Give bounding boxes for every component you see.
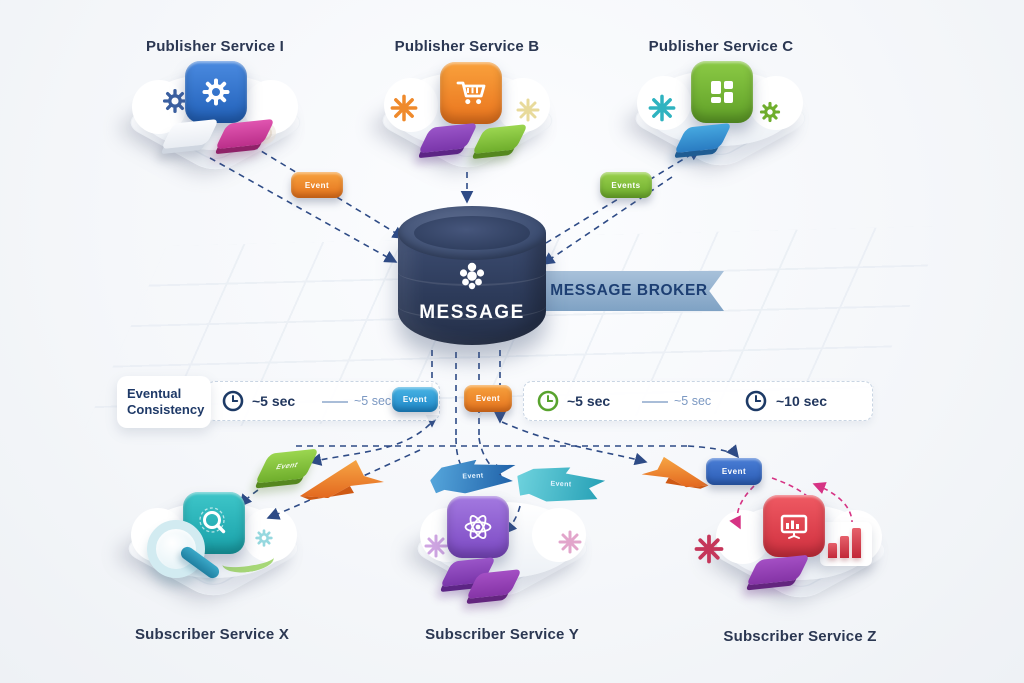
event-badge-label: Event: [402, 395, 428, 404]
magnifier-icon: [183, 492, 245, 554]
message-broker-cylinder: MESSAGE: [398, 206, 546, 348]
message-broker-ribbon-label: MESSAGE BROKER: [550, 282, 708, 299]
gear-icon: [185, 61, 247, 123]
cylinder-top: [398, 206, 546, 260]
paper-plane-icon: [298, 456, 386, 502]
event-badge-label: Event: [274, 461, 300, 471]
clock-icon: [221, 389, 245, 413]
gear-small-icon: [756, 98, 784, 126]
presentation-chart-icon: [763, 495, 825, 557]
event-badge-label: Event: [462, 472, 484, 481]
timing-connector-line: [642, 401, 668, 403]
event-badge-navy: Event: [706, 458, 762, 485]
clock-icon: [744, 389, 768, 413]
splat-icon: [390, 94, 418, 122]
event-badge-green: Events: [600, 172, 652, 198]
bar-chart-bar: [828, 543, 837, 558]
event-badge-label: Events: [611, 180, 641, 190]
splat-icon: [558, 530, 582, 554]
timing-bar-right: [523, 381, 873, 421]
gear-outline-icon: [158, 84, 192, 118]
bar-chart-bar: [852, 528, 861, 558]
eventual-consistency-label: Eventual Consistency: [127, 385, 205, 417]
timing-connector-line: [322, 401, 348, 403]
splat-icon: [648, 94, 676, 122]
event-badge-label: Event: [304, 180, 330, 190]
timing-value: ~5 sec: [252, 393, 296, 409]
cluster-icon: [452, 256, 492, 296]
timing-value: ~5 sec: [567, 393, 611, 409]
message-broker-ribbon: MESSAGE BROKER: [540, 271, 724, 311]
timing-value-muted: ~5 sec: [354, 394, 392, 408]
cylinder-groove: [398, 292, 546, 320]
splat-icon: [424, 534, 448, 558]
event-badge-blue: Event: [392, 387, 438, 412]
timing-value-muted: ~5 sec: [674, 394, 712, 408]
window-grid-icon: [691, 61, 753, 123]
broker-drum-label: MESSAGE: [419, 302, 525, 323]
event-badge-orange: Event: [291, 172, 343, 198]
publisher-service-1-label: Publisher Service I: [145, 38, 285, 55]
shopping-cart-icon: [440, 62, 502, 124]
event-badge-label: Event: [721, 467, 747, 476]
paper-plane-icon: [640, 452, 710, 492]
magnifying-glass-lens: [147, 520, 205, 578]
splat-icon: [694, 534, 724, 564]
event-badge-label: Event: [550, 480, 572, 489]
clock-icon: [536, 389, 560, 413]
eventual-consistency-box: Eventual Consistency: [117, 376, 211, 428]
publisher-service-2-label: Publisher Service B: [394, 38, 540, 55]
atom-icon: [447, 496, 509, 558]
gear-faint-icon: [252, 526, 276, 550]
subscriber-service-z-label: Subscriber Service Z: [723, 628, 877, 645]
subscriber-service-y-label: Subscriber Service Y: [425, 626, 579, 643]
splat-icon: [516, 98, 540, 122]
event-badge-label: Event: [475, 394, 501, 403]
event-badge-orange-mid: Event: [464, 385, 512, 412]
publisher-service-3-label: Publisher Service C: [648, 38, 794, 55]
subscriber-service-x-label: Subscriber Service X: [134, 626, 290, 643]
bar-chart-bar: [840, 536, 849, 558]
timing-value: ~10 sec: [776, 393, 827, 409]
